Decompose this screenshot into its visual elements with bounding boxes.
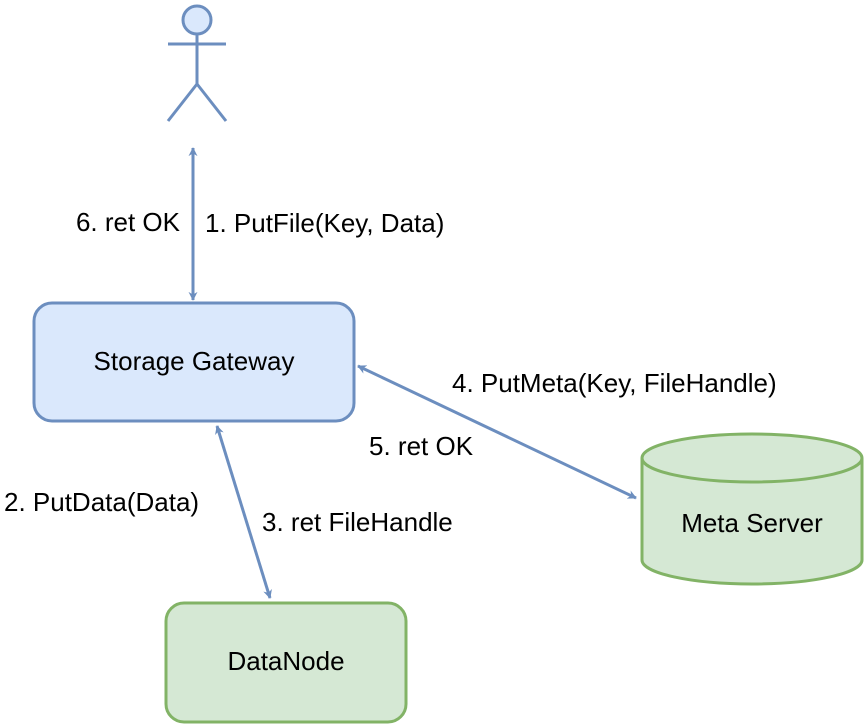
meta-server-label: Meta Server <box>681 508 823 538</box>
gateway-datanode-arrow <box>215 425 272 599</box>
edge-label-ret-filehandle: 3. ret FileHandle <box>262 507 453 537</box>
edge-label-putdata: 2. PutData(Data) <box>4 487 199 517</box>
edge-label-putfile: 1. PutFile(Key, Data) <box>205 208 444 238</box>
gateway-metaserver-arrow <box>357 364 637 500</box>
storage-gateway-node: Storage Gateway <box>32 301 356 423</box>
datanode-label: DataNode <box>227 646 344 676</box>
edge-label-putmeta: 4. PutMeta(Key, FileHandle) <box>452 368 777 398</box>
edge-label-ret-ok-client: 6. ret OK <box>76 207 181 237</box>
datanode-node: DataNode <box>164 601 408 724</box>
user-actor-icon <box>166 4 228 122</box>
edge-label-ret-ok-meta: 5. ret OK <box>369 431 474 461</box>
meta-server-node: Meta Server <box>640 432 864 586</box>
storage-gateway-label: Storage Gateway <box>94 346 295 376</box>
